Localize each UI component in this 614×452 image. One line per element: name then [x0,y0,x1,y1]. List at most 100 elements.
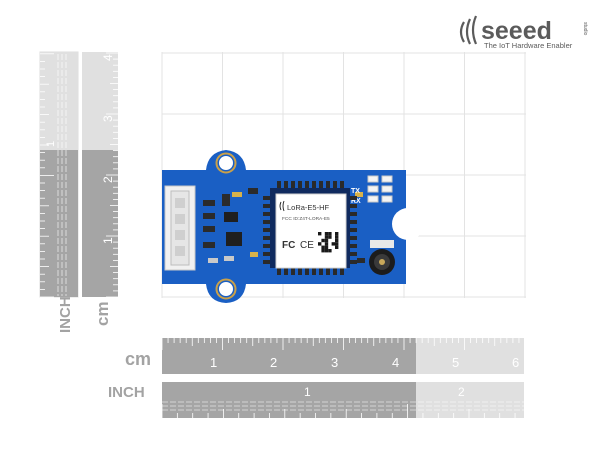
qr-cell [335,232,339,236]
grove-connector [164,185,196,271]
qr-cell [324,235,329,239]
module-pad [284,181,288,189]
qr-cell [324,245,329,249]
module-pad [263,252,271,256]
antenna-connector [369,240,395,275]
cert-mark-ce: CE [300,240,314,251]
qr-cell [328,232,332,236]
module-pad [263,260,271,264]
qr-cell [318,242,322,246]
module-pad [291,181,295,189]
qr-cell [328,249,332,253]
logo-tagline: The IoT Hardware Enabler [484,41,573,50]
module-pad [319,181,323,189]
hcm-label-6: 6 [512,355,519,370]
vertical-cm-unit: cm [93,301,112,326]
module-pad [340,267,344,275]
qr-cell [328,235,332,239]
qr-cell [335,235,339,239]
module-pad [349,212,357,216]
module-pad [326,267,330,275]
cert-mark-fc: FC [282,240,295,251]
qr-cell [335,245,339,249]
module-fcc-id: FCC ID:Z4T-LORA-E5 [282,216,330,222]
module-pad [326,181,330,189]
module-qr-code [318,232,339,253]
module-pad [263,204,271,208]
mounting-hole-top [219,156,233,170]
horizontal-inch-unit: INCH [108,384,145,401]
qr-cell [335,238,339,243]
hcm-label-3: 3 [331,355,338,370]
module-pad [349,236,357,240]
module-pad [349,228,357,232]
seeed-leaf-icon [459,15,478,45]
qr-cell [321,238,325,243]
qr-cell [324,238,329,243]
smd-components [203,188,365,263]
qr-cell [318,232,322,236]
vertical-inch-unit: INCH [57,296,74,333]
module-pad [333,181,337,189]
hcm-label-5: 5 [452,355,459,370]
module-pad [312,267,316,275]
module-pad [277,267,281,275]
hcm-label-1: 1 [210,355,217,370]
module-pad [340,181,344,189]
qr-cell [324,249,329,253]
seeed-logo: seeed studio The IoT Hardware Enabler [459,15,588,50]
module-pad [277,181,281,189]
pin-label-tx: TX [351,188,360,195]
module-logo-icon [279,200,285,212]
module-pad [312,181,316,189]
module-pad [349,252,357,256]
horizontal-cm-unit: cm [125,349,151,369]
qr-cell [335,242,339,246]
module-pad [263,196,271,200]
vertical-inch-ruler [39,51,79,298]
module-pad [349,260,357,264]
status-leds [367,175,393,203]
module-pad [298,267,302,275]
vcm-label-2: 2 [101,176,115,183]
hinch-label-1: 1 [304,385,311,399]
module-pad [305,267,309,275]
module-pad [349,196,357,200]
module-pad [349,220,357,224]
horizontal-inch-ruler [161,382,531,418]
module-pad [263,212,271,216]
module-pad [333,267,337,275]
vcm-label-1: 1 [101,237,115,244]
module-pad [349,244,357,248]
module-pad [263,228,271,232]
hcm-label-2: 2 [270,355,277,370]
module-pad [291,267,295,275]
pin-label-rx: RX [351,198,361,205]
module-pad [349,204,357,208]
vcm-label-3: 3 [101,115,115,122]
hcm-label-4: 4 [392,355,399,370]
lora-e5-board: TX RX LoRa-E5-HF FCC ID:Z4T-LORA-E5 FC C… [162,150,424,303]
mounting-hole-bottom [219,282,233,296]
module-pad [319,267,323,275]
vertical-inch-label-1: 1 [45,141,57,147]
hinch-label-2: 2 [458,385,465,399]
qr-cell [321,245,325,249]
logo-side-text: studio [582,22,588,36]
logo-brand: seeed [481,17,552,45]
vertical-cm-ruler: 1 2 3 4 [82,52,118,298]
qr-cell [324,242,329,246]
qr-cell [331,242,335,246]
module-pad [263,236,271,240]
module-pad [305,181,309,189]
qr-cell [324,232,329,236]
module-pad [298,181,302,189]
module-pad [263,220,271,224]
module-pad [263,244,271,248]
lora-module: LoRa-E5-HF FCC ID:Z4T-LORA-E5 FC CE [263,181,357,275]
qr-cell [321,249,325,253]
module-name: LoRa-E5-HF [287,203,330,212]
module-pad [284,267,288,275]
vcm-label-4: 4 [101,54,115,61]
